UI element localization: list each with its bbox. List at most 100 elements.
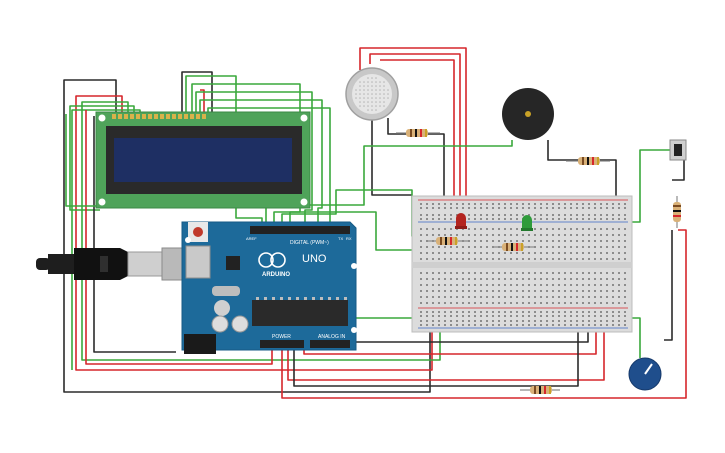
breadboard-hole	[486, 207, 488, 209]
breadboard-hole	[420, 240, 422, 242]
breadboard-hole	[516, 252, 518, 254]
breadboard-hole	[612, 258, 614, 260]
breadboard-hole	[444, 272, 446, 274]
breadboard-hole	[600, 258, 602, 260]
breadboard-hole	[582, 218, 584, 220]
breadboard-hole	[456, 302, 458, 304]
breadboard-hole	[510, 296, 512, 298]
breadboard-hole	[528, 311, 530, 313]
breadboard-hole	[534, 258, 536, 260]
sensor-mesh-dot	[379, 93, 381, 95]
breadboard-hole	[444, 315, 446, 317]
breadboard-hole	[612, 311, 614, 313]
breadboard-hole	[552, 302, 554, 304]
breadboard-hole	[612, 246, 614, 248]
breadboard-hole	[438, 203, 440, 205]
breadboard-hole	[618, 272, 620, 274]
breadboard-hole	[576, 324, 578, 326]
breadboard-hole	[468, 252, 470, 254]
breadboard-hole	[552, 311, 554, 313]
breadboard-hole	[492, 218, 494, 220]
breadboard-hole	[606, 311, 608, 313]
breadboard-hole	[486, 272, 488, 274]
breadboard-hole	[624, 207, 626, 209]
breadboard-hole	[474, 258, 476, 260]
breadboard-hole	[570, 246, 572, 248]
breadboard-hole	[576, 252, 578, 254]
wire-black-button	[672, 160, 685, 181]
breadboard-hole	[456, 246, 458, 248]
wire-green-top	[65, 114, 100, 207]
breadboard-hole	[552, 272, 554, 274]
breadboard-hole	[576, 258, 578, 260]
potentiometer[interactable]	[628, 357, 662, 391]
breadboard-hole	[576, 240, 578, 242]
breadboard-hole	[564, 320, 566, 322]
breadboard-hole	[468, 218, 470, 220]
breadboard-hole	[522, 302, 524, 304]
breadboard-hole	[480, 272, 482, 274]
breadboard-hole	[492, 278, 494, 280]
breadboard-hole	[600, 246, 602, 248]
breadboard-hole	[552, 228, 554, 230]
board-mount-hole	[351, 263, 357, 269]
breadboard-hole	[528, 234, 530, 236]
breadboard-hole	[468, 246, 470, 248]
breadboard-hole	[516, 214, 518, 216]
breadboard-hole	[570, 302, 572, 304]
resistor	[428, 237, 470, 245]
breadboard-hole	[612, 203, 614, 205]
breadboard-hole	[582, 246, 584, 248]
breadboard-hole	[612, 214, 614, 216]
breadboard-hole	[450, 246, 452, 248]
breadboard-hole	[426, 246, 428, 248]
breadboard-hole	[492, 252, 494, 254]
breadboard-hole	[492, 290, 494, 292]
breadboard-hole	[594, 207, 596, 209]
breadboard-hole	[492, 296, 494, 298]
breadboard-hole	[456, 207, 458, 209]
breadboard-hole	[618, 207, 620, 209]
breadboard-hole	[600, 252, 602, 254]
breadboard-hole	[624, 272, 626, 274]
breadboard-hole	[522, 207, 524, 209]
breadboard-hole	[432, 218, 434, 220]
breadboard-hole	[540, 320, 542, 322]
breadboard-hole	[468, 214, 470, 216]
breadboard-hole	[516, 296, 518, 298]
breadboard-hole	[546, 218, 548, 220]
sensor-mesh-dot	[375, 81, 377, 83]
sensor-mesh-dot	[367, 101, 369, 103]
breadboard-hole	[504, 234, 506, 236]
push-button[interactable]	[669, 139, 687, 161]
breadboard-hole	[480, 290, 482, 292]
breadboard-hole	[624, 278, 626, 280]
sensor-mesh-dot	[375, 97, 377, 99]
breadboard-hole	[480, 315, 482, 317]
breadboard-hole	[606, 203, 608, 205]
breadboard-hole	[504, 252, 506, 254]
breadboard-hole	[546, 272, 548, 274]
breadboard-hole	[582, 302, 584, 304]
breadboard-hole	[444, 207, 446, 209]
resistor	[520, 386, 560, 394]
breadboard-hole	[420, 228, 422, 230]
breadboard-hole	[426, 290, 428, 292]
breadboard-hole	[516, 228, 518, 230]
breadboard-hole	[534, 272, 536, 274]
breadboard-hole	[528, 203, 530, 205]
breadboard-hole	[624, 302, 626, 304]
power-label: POWER	[272, 334, 291, 340]
breadboard-hole	[540, 214, 542, 216]
breadboard-hole	[588, 324, 590, 326]
breadboard-hole	[618, 290, 620, 292]
breadboard-hole	[438, 228, 440, 230]
breadboard-hole	[594, 246, 596, 248]
breadboard-hole	[522, 320, 524, 322]
breadboard-hole	[624, 320, 626, 322]
reset-button[interactable]	[193, 227, 203, 237]
breadboard-hole	[462, 203, 464, 205]
breadboard-hole	[606, 218, 608, 220]
tx-label: TX	[338, 236, 343, 241]
breadboard-hole	[606, 324, 608, 326]
